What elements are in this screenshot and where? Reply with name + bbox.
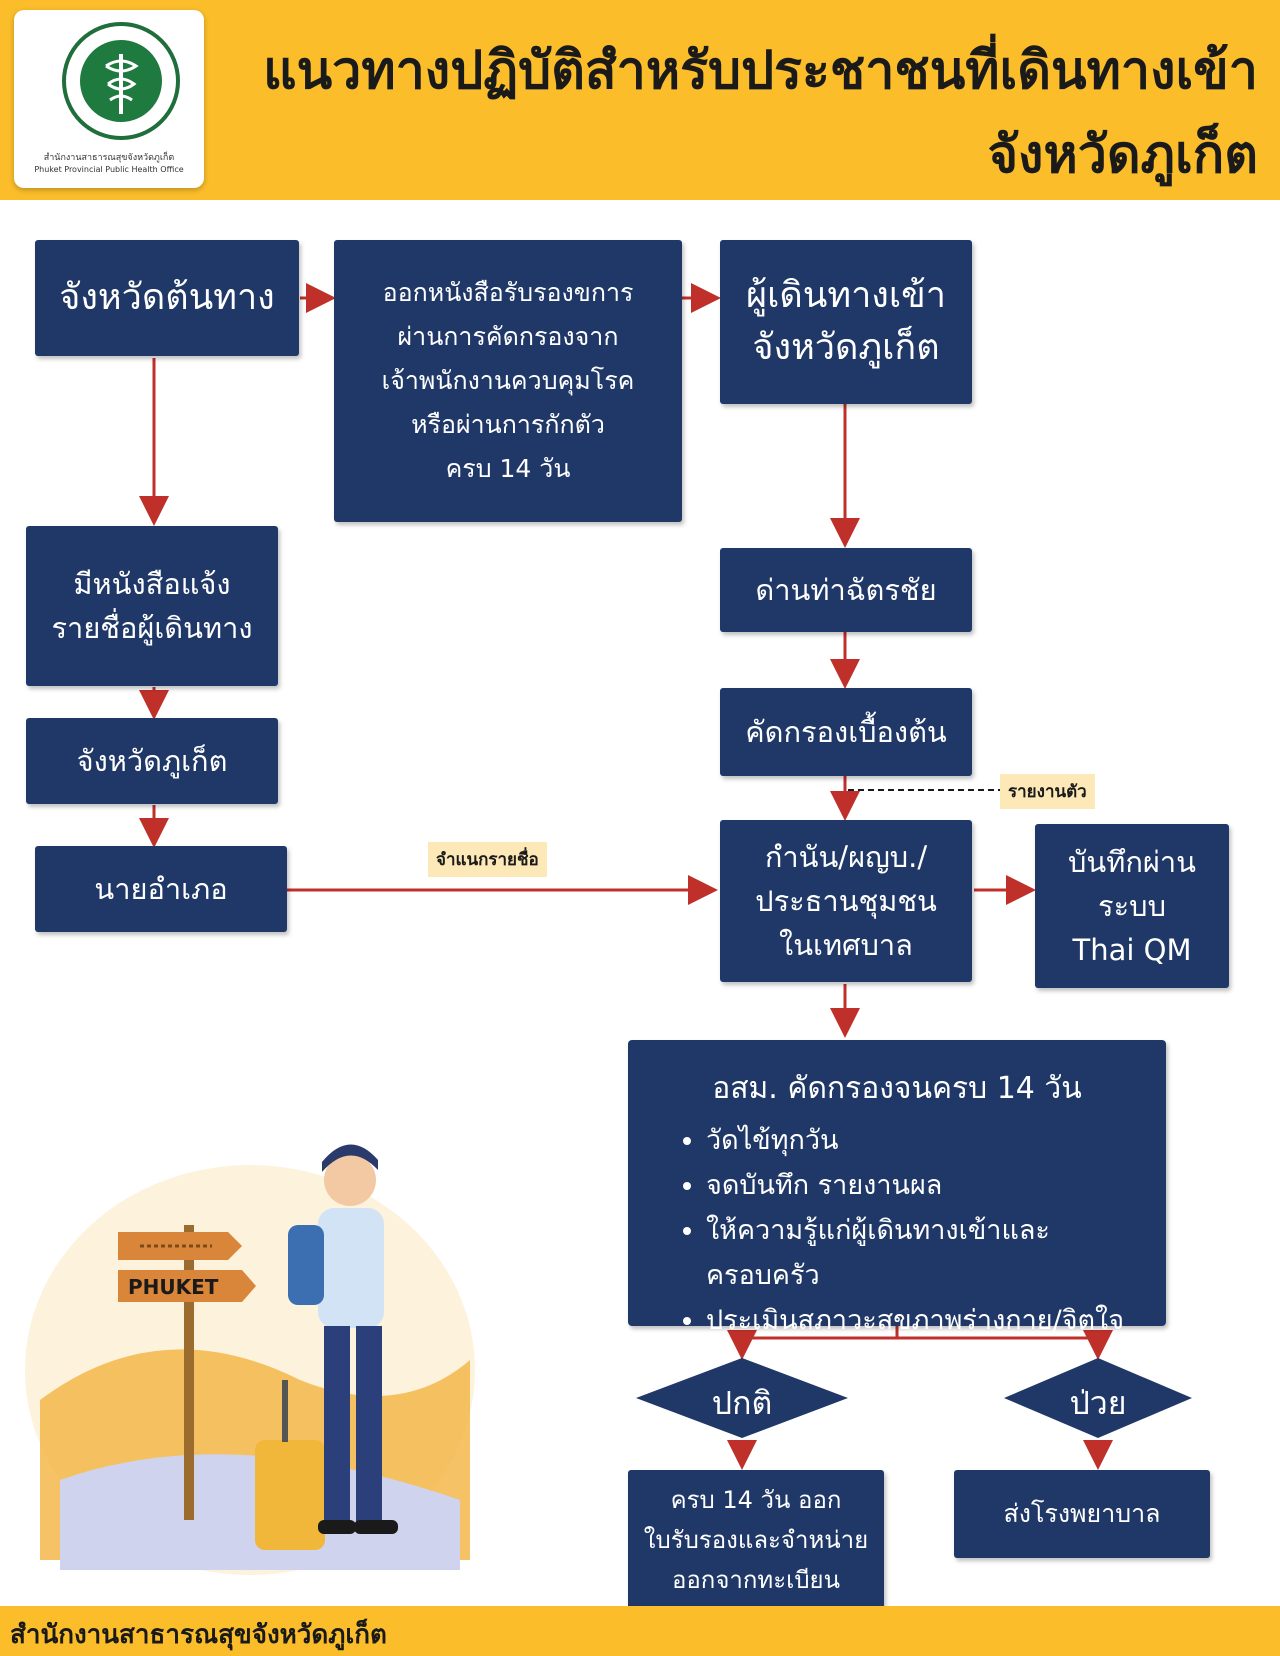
logo: สำนักงานสาธารณสุขจังหวัดภูเก็ต Phuket Pr… (14, 10, 204, 188)
caduceus-icon (105, 54, 139, 114)
page-title-line2: จังหวัดภูเก็ต (987, 125, 1258, 185)
decision-sick-label: ป่วย (1069, 1384, 1127, 1422)
decision-normal-label: ปกติ (711, 1384, 773, 1422)
initial-screening-box: คัดกรองเบื้องต้น (720, 688, 972, 776)
logo-caption: สำนักงานสาธารณสุขจังหวัดภูเก็ต Phuket Pr… (34, 153, 184, 174)
decision-sick-shape (1004, 1358, 1192, 1438)
notice-letter-box: มีหนังสือแจ้ง รายชื่อผู้เดินทาง (26, 526, 278, 686)
district-chief-box: นายอำเภอ (35, 846, 287, 932)
distribute-tag: จำแนกรายชื่อ (428, 842, 547, 877)
checkpoint-box: ด่านท่าฉัตรชัย (720, 548, 972, 632)
list-item: จดบันทึก รายงานผล (706, 1163, 1136, 1208)
footer-text: สำนักงานสาธารณสุขจังหวัดภูเก็ต (10, 1620, 387, 1650)
decision-normal-shape (636, 1358, 848, 1438)
phuket-province-box: จังหวัดภูเก็ต (26, 718, 278, 804)
hospital-box: ส่งโรงพยาบาล (954, 1470, 1210, 1558)
footer-bar: สำนักงานสาธารณสุขจังหวัดภูเก็ต (0, 1606, 1280, 1656)
report-tag: รายงานตัว (1000, 774, 1095, 809)
list-item: ให้ความรู้แก่ผู้เดินทางเข้าและครอบครัว (706, 1208, 1136, 1298)
record-system-box: บันทึกผ่าน ระบบ Thai QM (1035, 824, 1229, 988)
certificate-box: ออกหนังสือรับรองขการ ผ่านการคัดกรองจาก เ… (334, 240, 682, 522)
moph-emblem-icon (62, 22, 180, 140)
vhv-screening-box: อสม. คัดกรองจนครบ 14 วัน วัดไข้ทุกวัน จด… (628, 1040, 1166, 1336)
vhv-screening-list: วัดไข้ทุกวัน จดบันทึก รายงานผล ให้ความรู… (676, 1118, 1136, 1343)
page-title: แนวทางปฏิบัติสำหรับประชาชนที่เดินทางเข้า (263, 41, 1258, 101)
local-leader-box: กำนัน/ผญบ./ ประธานชุมชน ในเทศบาล (720, 820, 972, 982)
list-item: วัดไข้ทุกวัน (706, 1118, 1136, 1163)
release-box: ครบ 14 วัน ออก ใบรับรองและจำหน่าย ออกจาก… (628, 1470, 884, 1610)
origin-province-box: จังหวัดต้นทาง (35, 240, 299, 356)
list-item: ประเมินสภาวะสุขภาพร่างกาย/จิตใจ (706, 1298, 1136, 1343)
sign-phuket-label: PHUKET (128, 1275, 219, 1299)
vhv-screening-title: อสม. คัดกรองจนครบ 14 วัน (712, 1071, 1082, 1106)
header-banner: สำนักงานสาธารณสุขจังหวัดภูเก็ต Phuket Pr… (0, 0, 1280, 200)
traveler-entry-box: ผู้เดินทางเข้า จังหวัดภูเก็ต (720, 240, 972, 404)
